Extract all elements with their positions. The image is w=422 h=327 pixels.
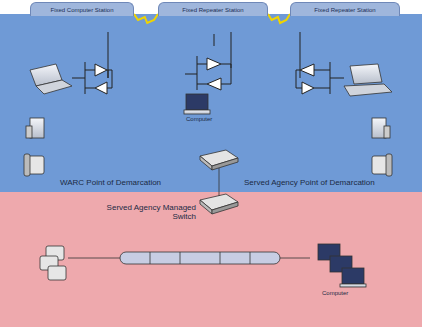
station-name: Fixed Computer Station bbox=[50, 7, 113, 13]
station-tab: Fixed Computer Station bbox=[30, 2, 134, 16]
wireless-link bbox=[268, 14, 290, 23]
device-icons bbox=[24, 64, 392, 287]
radio-equipment bbox=[72, 32, 344, 94]
warc-region bbox=[0, 14, 422, 192]
station-name: Fixed Repeater Station bbox=[314, 7, 375, 13]
demarcation-label: WARC Point of Demarcation bbox=[60, 179, 161, 188]
demarcation-label: Served Agency Point of Demarcation bbox=[244, 179, 375, 188]
station-tab: Fixed Repeater Station bbox=[158, 2, 268, 16]
agency-region bbox=[0, 192, 422, 327]
wireless-link bbox=[134, 14, 158, 23]
station-name: Fixed Repeater Station bbox=[182, 7, 243, 13]
station-tab: Fixed Repeater Station bbox=[290, 2, 400, 16]
device-label: Computer bbox=[186, 116, 212, 123]
device-label: Computer bbox=[322, 290, 348, 297]
switch-label: Served Agency Managed Switch bbox=[104, 204, 196, 222]
